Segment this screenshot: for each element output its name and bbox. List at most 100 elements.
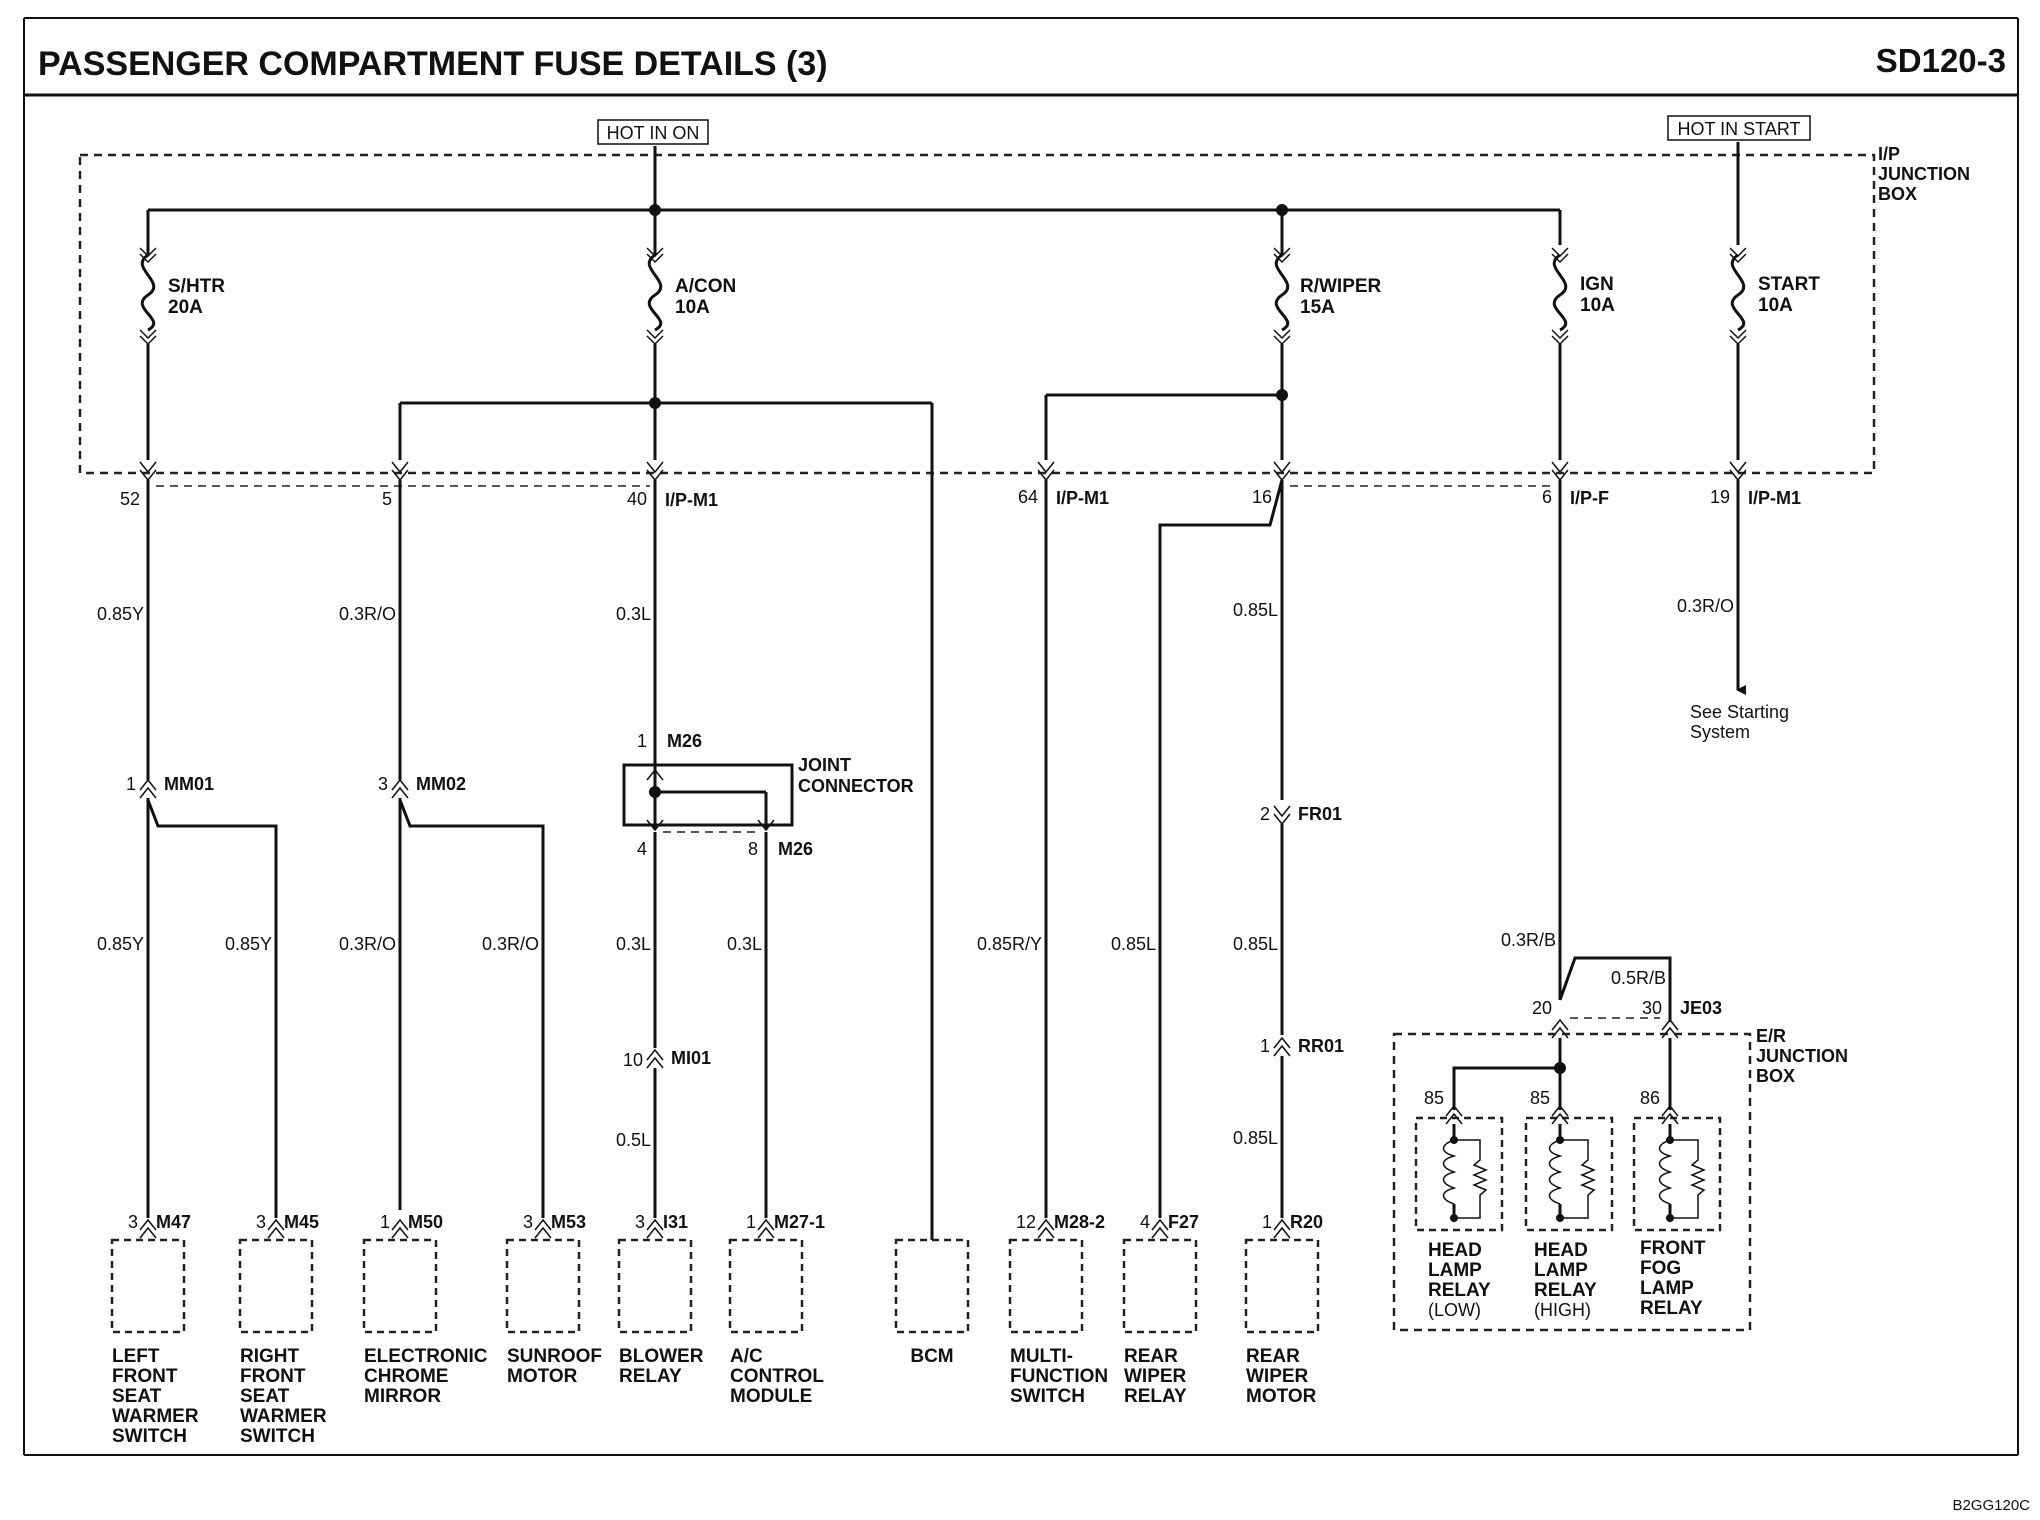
- component-label-line: SWITCH: [240, 1426, 315, 1447]
- component-label-line: MODULE: [730, 1386, 812, 1407]
- component-label-line: FRONT: [112, 1366, 178, 1387]
- component-pin: 3: [256, 1212, 266, 1232]
- svg-text:IGN: IGN: [1580, 274, 1614, 295]
- svg-text:I/P: I/P: [1878, 144, 1900, 164]
- svg-text:0.3R/B: 0.3R/B: [1501, 930, 1556, 950]
- component-label-line: RIGHT: [240, 1346, 300, 1367]
- component-label-line: BCM: [910, 1346, 953, 1367]
- component-connector: I31: [663, 1212, 688, 1232]
- component-label-line: MULTI-: [1010, 1346, 1073, 1367]
- component-label-line: FUNCTION: [1010, 1366, 1108, 1387]
- component-label-line: LEFT: [112, 1346, 160, 1367]
- component-pin: 3: [523, 1212, 533, 1232]
- hot-in-on-label: HOT IN ON: [607, 123, 700, 143]
- component-pin: 3: [128, 1212, 138, 1232]
- component-label-line: A/C: [730, 1346, 763, 1367]
- svg-text:15A: 15A: [1300, 297, 1335, 318]
- hot-in-start-source: HOT IN START: [1667, 115, 1811, 141]
- ip-junction-box: [78, 153, 1876, 475]
- svg-text:FOG: FOG: [1640, 1258, 1681, 1279]
- svg-text:0.3R/O: 0.3R/O: [339, 934, 396, 954]
- svg-text:5: 5: [382, 489, 392, 509]
- svg-text:0.3L: 0.3L: [616, 934, 651, 954]
- svg-text:LAMP: LAMP: [1534, 1260, 1588, 1281]
- component-label-line: ELECTRONIC: [364, 1346, 488, 1367]
- relay-head-lamp-low: 85: [1414, 1088, 1504, 1232]
- svg-text:0.3L: 0.3L: [616, 604, 651, 624]
- svg-text:JE03: JE03: [1680, 998, 1722, 1018]
- svg-text:1: 1: [637, 731, 647, 751]
- svg-text:0.85Y: 0.85Y: [225, 934, 272, 954]
- component-label-line: MIRROR: [364, 1386, 441, 1407]
- component-label-line: CONTROL: [730, 1366, 824, 1387]
- component-label-line: RELAY: [619, 1366, 682, 1387]
- svg-text:I/P-M1: I/P-M1: [665, 490, 718, 510]
- svg-text:85: 85: [1424, 1088, 1444, 1108]
- component-label-line: SUNROOF: [507, 1346, 602, 1367]
- component-label-line: WARMER: [240, 1406, 327, 1427]
- svg-text:0.3L: 0.3L: [727, 934, 762, 954]
- svg-text:I/P-M1: I/P-M1: [1748, 488, 1801, 508]
- svg-text:20A: 20A: [168, 297, 203, 318]
- svg-text:86: 86: [1640, 1088, 1660, 1108]
- circuit-r-wiper: 0.85R/Y 0.85L 0.85L 2 FR01 0.85L 1 RR01 …: [977, 479, 1344, 1218]
- svg-text:1: 1: [126, 774, 136, 794]
- svg-text:A/CON: A/CON: [675, 276, 736, 297]
- svg-text:FRONT: FRONT: [1640, 1238, 1706, 1259]
- svg-text:2: 2: [1260, 804, 1270, 824]
- circuit-seat-warmers: 0.85Y 1 MM01 0.85Y 0.85Y: [97, 480, 278, 1218]
- relay-front-fog-lamp: 86: [1632, 1088, 1722, 1232]
- component-label-line: MOTOR: [1246, 1386, 1317, 1407]
- component-label-line: WARMER: [112, 1406, 199, 1427]
- fuse-s-htr: S/HTR 20A: [139, 245, 225, 346]
- header: PASSENGER COMPARTMENT FUSE DETAILS (3) S…: [23, 17, 2019, 1456]
- svg-text:RELAY: RELAY: [1640, 1298, 1703, 1319]
- circuit-mirror-sunroof: 0.3R/O 3 MM02 0.3R/O 0.3R/O: [339, 480, 545, 1218]
- fuse-start: START 10A: [1729, 247, 1820, 346]
- svg-text:0.3R/O: 0.3R/O: [339, 604, 396, 624]
- component-label-line: SEAT: [240, 1386, 290, 1407]
- svg-text:16: 16: [1252, 487, 1272, 507]
- diagram-code: SD120-3: [1876, 42, 2006, 79]
- component-connector: M28-2: [1054, 1212, 1105, 1232]
- svg-text:0.5L: 0.5L: [616, 1130, 651, 1150]
- svg-text:LAMP: LAMP: [1640, 1278, 1694, 1299]
- fuse-r-wiper: R/WIPER 15A: [1273, 210, 1382, 346]
- component-label-line: REAR: [1124, 1346, 1178, 1367]
- svg-text:JOINT: JOINT: [798, 755, 851, 775]
- svg-text:BOX: BOX: [1756, 1066, 1795, 1086]
- svg-text:I/P-F: I/P-F: [1570, 488, 1609, 508]
- svg-text:0.3R/O: 0.3R/O: [482, 934, 539, 954]
- svg-text:R/WIPER: R/WIPER: [1300, 276, 1382, 297]
- component-connector: R20: [1290, 1212, 1323, 1232]
- hot-in-start-label: HOT IN START: [1677, 119, 1800, 139]
- component-pin: 1: [1262, 1212, 1272, 1232]
- svg-text:0.85Y: 0.85Y: [97, 934, 144, 954]
- component-label-line: WIPER: [1246, 1366, 1309, 1387]
- svg-text:0.3R/O: 0.3R/O: [1677, 596, 1734, 616]
- svg-text:LAMP: LAMP: [1428, 1260, 1482, 1281]
- svg-text:BOX: BOX: [1878, 184, 1917, 204]
- svg-text:E/R: E/R: [1756, 1026, 1786, 1046]
- component-label-line: WIPER: [1124, 1366, 1187, 1387]
- component-pin: 1: [746, 1212, 756, 1232]
- svg-text:JUNCTION: JUNCTION: [1756, 1046, 1848, 1066]
- svg-text:0.85R/Y: 0.85R/Y: [977, 934, 1042, 954]
- svg-text:MM02: MM02: [416, 774, 466, 794]
- fuse-ign: IGN 10A: [1551, 247, 1615, 346]
- component-pin: 4: [1140, 1212, 1150, 1232]
- component-label-line: SWITCH: [1010, 1386, 1085, 1407]
- component-label-line: BLOWER: [619, 1346, 704, 1367]
- svg-text:20: 20: [1532, 998, 1552, 1018]
- svg-text:RR01: RR01: [1298, 1036, 1344, 1056]
- circuit-a-con: 0.3L 1 M26: [616, 480, 702, 770]
- circuit-blower-ac: 0.3L 10 MI01 0.5L 0.3L: [616, 832, 768, 1218]
- svg-text:RELAY: RELAY: [1428, 1280, 1491, 1301]
- ip-connector-pins: 52 5 40 I/P-M1 64 I/P-M1 16 6 I/P-F 19 I…: [120, 461, 1801, 510]
